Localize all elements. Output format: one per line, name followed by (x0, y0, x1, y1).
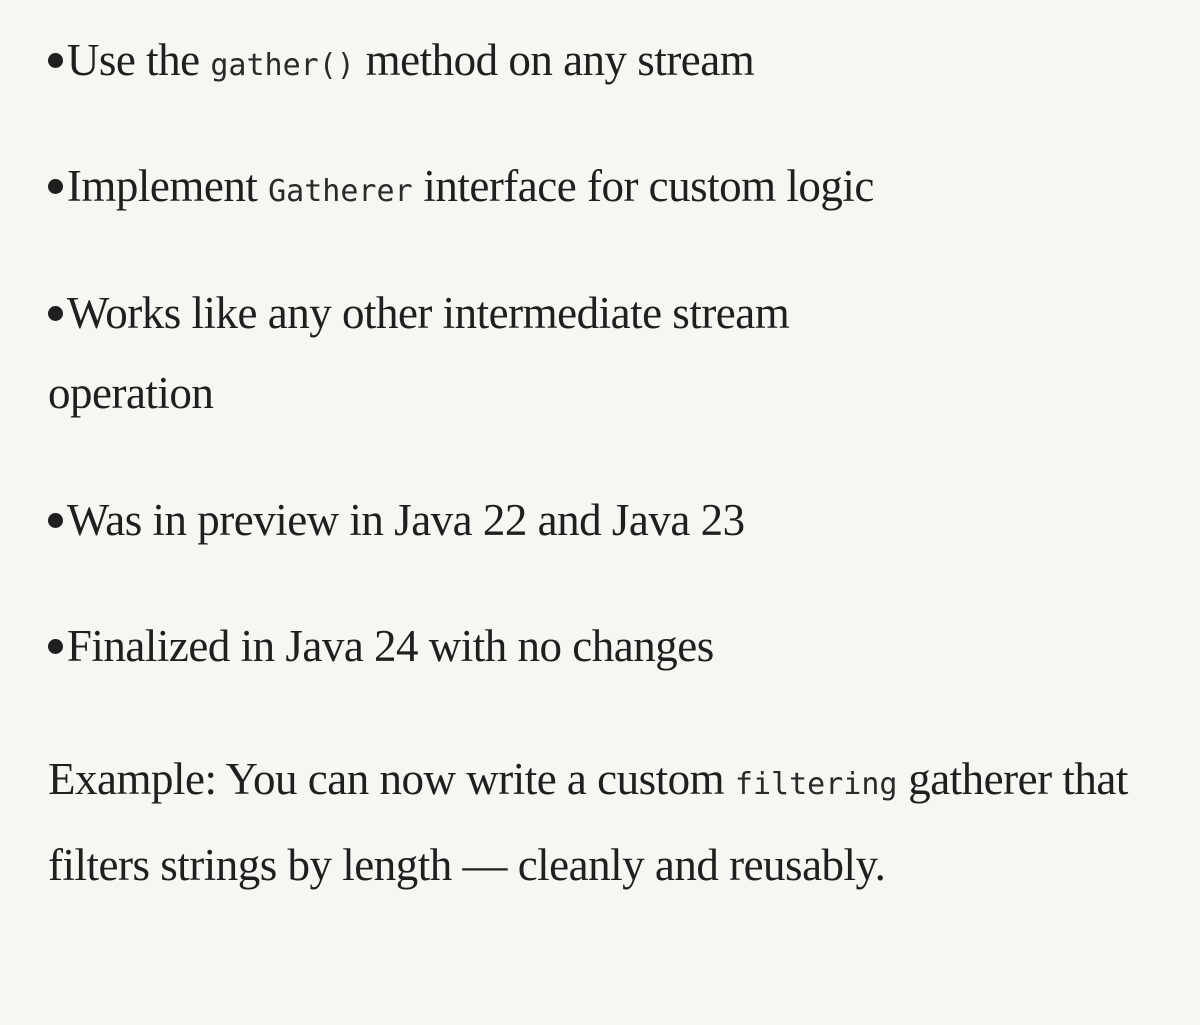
inline-code: filtering (734, 767, 898, 802)
bullet-icon (48, 273, 67, 353)
inline-code: Gatherer (268, 174, 413, 209)
list-item: Use the gather() method on any stream (48, 20, 1160, 106)
list-item: Implement Gatherer interface for custom … (48, 146, 1160, 232)
list-item-text-after: interface for custom logic (412, 161, 874, 211)
list-item: Finalized in Java 24 with no changes (48, 606, 1160, 686)
bullet-icon (48, 146, 67, 226)
list-item-text-after: method on any stream (354, 35, 755, 85)
bullet-icon (48, 606, 67, 686)
example-text-after: gatherer that filters strings by length … (48, 754, 1128, 890)
inline-code: gather() (210, 48, 355, 83)
list-item-text: Works like any other intermediate stream… (48, 288, 790, 418)
list-item-text: Finalized in Java 24 with no changes (66, 621, 714, 671)
list-item: Works like any other intermediate stream… (48, 273, 950, 433)
list-item-text-before: Use the (66, 35, 211, 85)
list-item-text-before: Implement (66, 161, 269, 211)
list-item-text: Was in preview in Java 22 and Java 23 (66, 495, 745, 545)
example-text-before: Example: You can now write a custom (48, 754, 735, 804)
example-paragraph: Example: You can now write a custom filt… (48, 739, 1128, 905)
list-item: Was in preview in Java 22 and Java 23 (48, 480, 1160, 560)
bullet-icon (48, 480, 67, 560)
bullet-icon (48, 20, 67, 100)
